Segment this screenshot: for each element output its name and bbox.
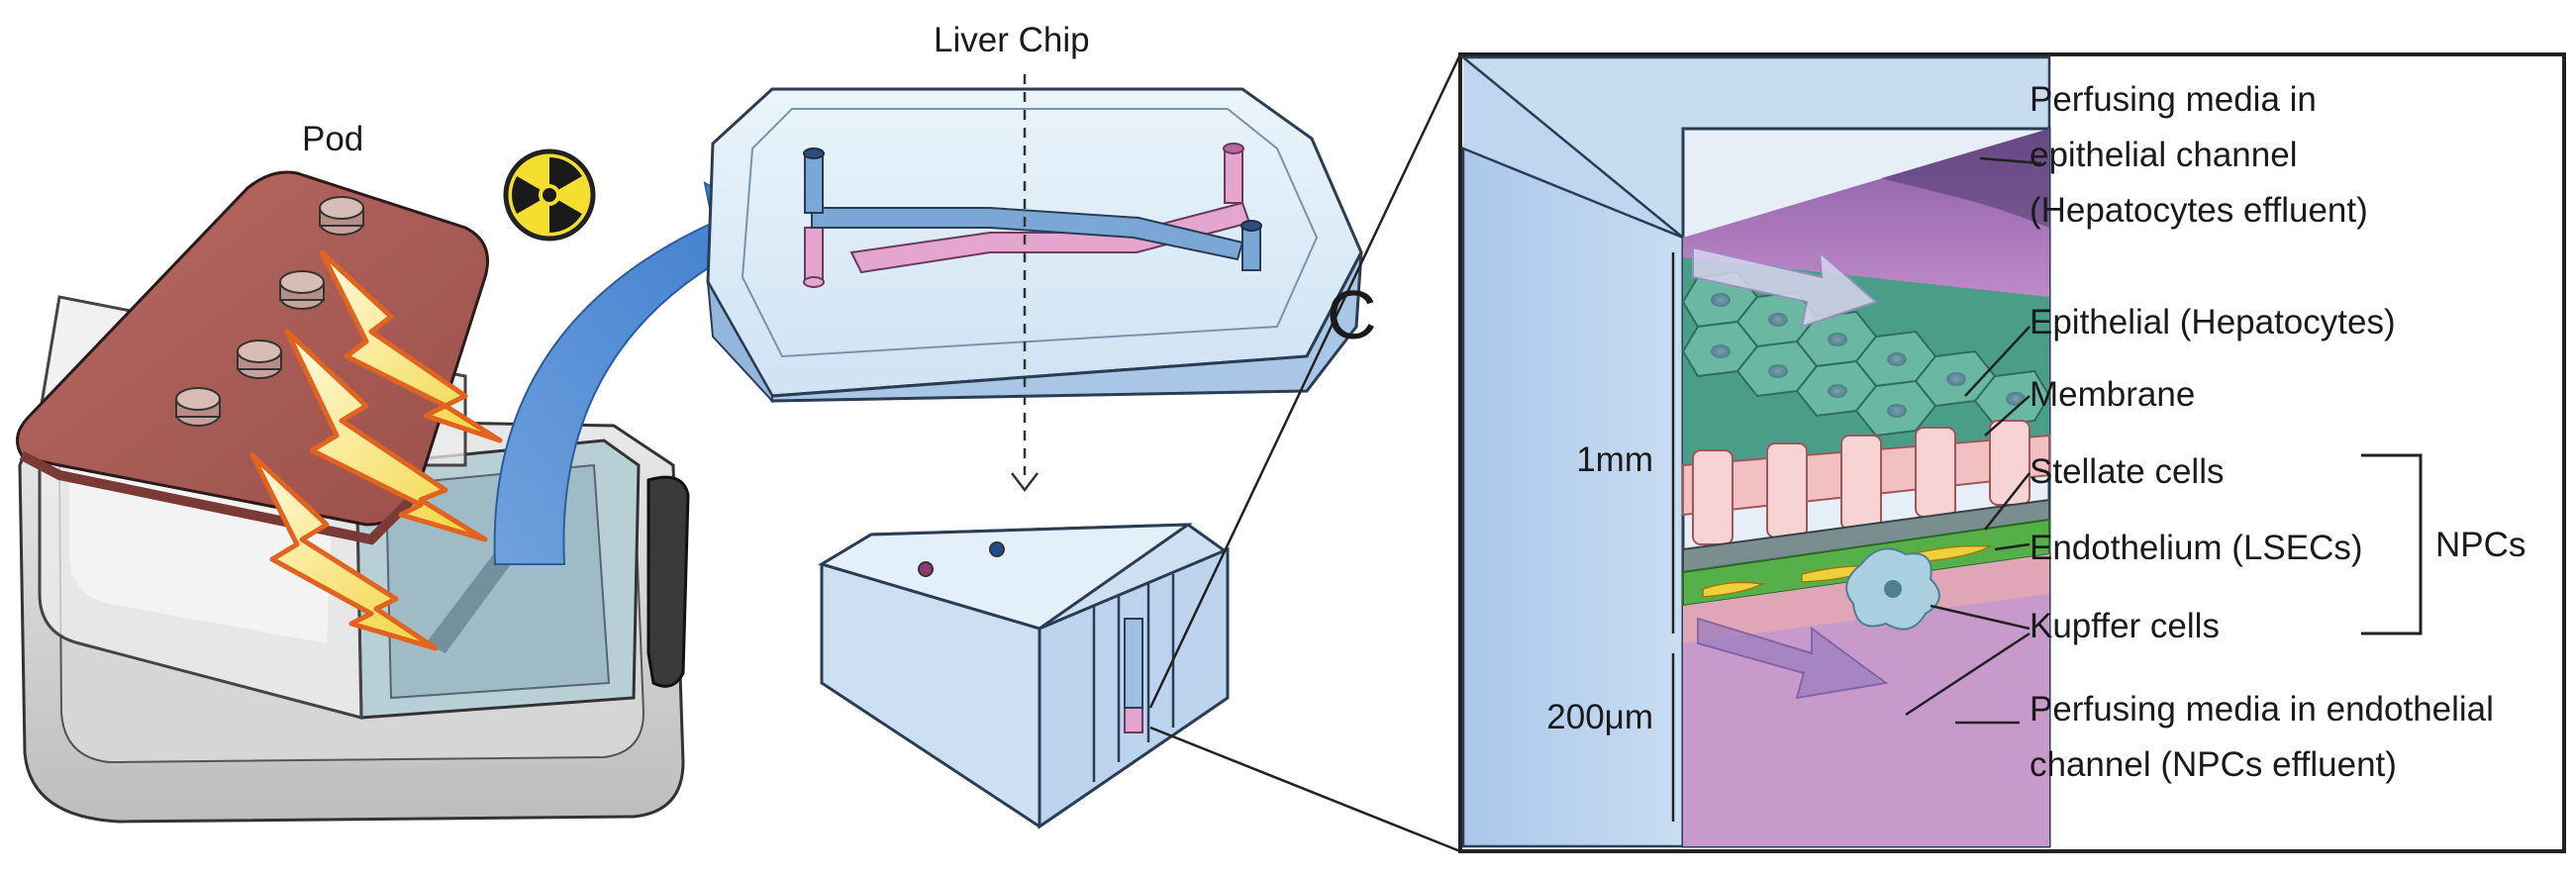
pod-port xyxy=(279,270,325,310)
chevron-down-icon xyxy=(1011,472,1039,493)
label-membrane: Membrane xyxy=(2030,375,2196,414)
flow-arrow-top xyxy=(1692,245,1878,329)
label-media-endothelial-line-2: channel (NPCs effluent) xyxy=(2030,745,2397,784)
label-endothelium: Endothelium (LSECs) xyxy=(2030,529,2363,567)
leader-line xyxy=(1979,156,2042,165)
leader-line xyxy=(1984,395,2031,437)
npcs-bracket xyxy=(2361,453,2423,635)
lightning-bolt-icon xyxy=(284,329,488,542)
pod-port xyxy=(319,196,364,236)
chip-body-side xyxy=(706,251,1363,403)
cross-section-top xyxy=(818,523,1193,631)
pod-lid-edge xyxy=(19,450,420,545)
leader-line xyxy=(1984,472,2031,531)
zoom-box xyxy=(1458,52,2566,853)
pod-device xyxy=(16,170,690,824)
lightning-bolt-icon xyxy=(249,452,439,651)
label-npcs: NPCs xyxy=(2435,526,2526,564)
callout-line xyxy=(1149,726,1461,853)
label-media-endothelial-line-1: Perfusing media in endothelial xyxy=(2030,690,2494,729)
leader-line xyxy=(1964,326,2031,397)
lightning-bolt-icon xyxy=(319,249,503,443)
callout-line xyxy=(1148,53,1462,709)
chip-inner-rim xyxy=(741,108,1319,358)
zoom-block-side xyxy=(1461,146,1685,848)
radiation-bolts xyxy=(249,249,503,651)
chip-label: Liver Chip xyxy=(934,21,1090,59)
leader-line xyxy=(1930,604,2031,631)
label-media-epithelial-line-2: epithelial channel xyxy=(2030,136,2298,174)
flow-arrow-bottom xyxy=(1697,617,1889,700)
pod-handle xyxy=(646,475,690,688)
leader-line xyxy=(1905,632,2031,717)
hepatocyte-nuclei xyxy=(1711,293,2026,418)
liver-chip xyxy=(706,74,1363,493)
label-kupffer: Kupffer cells xyxy=(2030,607,2220,645)
scale-label-200um: 200μm xyxy=(1546,698,1653,736)
scale-label-1mm: 1mm xyxy=(1576,440,1653,479)
label-media-epithelial-line-1: Perfusing media in xyxy=(2030,80,2317,119)
callout-letter: C xyxy=(1327,276,1377,353)
leader-line xyxy=(1994,542,2031,551)
pod-housing-highlight xyxy=(69,465,332,643)
label-media-epithelial-line-3: (Hepatocytes effluent) xyxy=(2030,191,2368,230)
label-stellate: Stellate cells xyxy=(2030,452,2225,491)
chip-top-channel xyxy=(811,207,1244,261)
pod-port xyxy=(237,340,282,379)
chip-cross-section xyxy=(818,523,1230,829)
pod-port xyxy=(175,387,221,427)
radiation-hazard-icon xyxy=(503,148,596,242)
pod-label: Pod xyxy=(302,120,364,158)
label-epithelial: Epithelial (Hepatocytes) xyxy=(2030,303,2396,341)
